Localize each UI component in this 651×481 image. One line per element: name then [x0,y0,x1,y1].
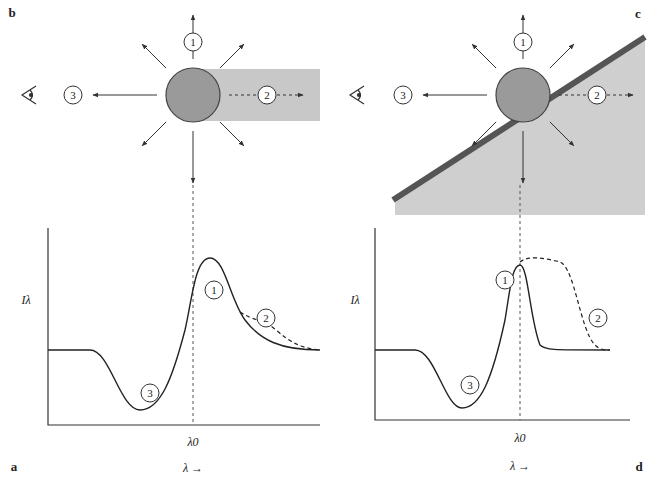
axis-label: Iλ [21,294,30,306]
callout-circle: 1 [496,271,515,290]
callout-circle: 2 [588,86,607,105]
axis-label: Iλ [350,294,359,306]
radiation-arrows [93,15,633,183]
callout-number: 1 [502,275,508,286]
callout-circle: 1 [514,33,533,52]
axis-label: λ → [183,462,203,474]
axis-label: λ → [510,460,530,472]
radiation-arrow [423,95,487,96]
callout-circle: 3 [461,376,480,395]
radiation-arrow [550,122,574,146]
callout-circle: 1 [205,281,224,300]
callout-number: 1 [190,37,196,48]
observer-eye [22,86,364,104]
radiation-arrow [142,44,166,68]
callout-circle: 3 [394,86,413,105]
callout-number: 1 [211,285,217,296]
panel-letter: c [635,7,641,20]
tick-label: λ0 [514,432,525,444]
disk-edge [393,37,645,200]
radiation-arrow [523,131,524,183]
callout-number: 2 [595,313,601,324]
radiation-arrow [550,44,574,68]
panel-letter: b [8,6,15,19]
panel-letter: d [635,460,642,473]
radiation-arrow [472,122,496,146]
callout-circle: 1 [184,33,203,52]
star [166,68,220,122]
callout-number: 2 [264,90,270,101]
tick-label: λ0 [187,436,198,448]
callout-circle: 3 [141,384,160,403]
callout-number: 3 [70,90,76,101]
callout-number: 3 [400,90,406,101]
callout-circle: 3 [64,86,83,105]
star [496,68,550,122]
callout-circle: 2 [258,86,277,105]
radiation-arrow [220,122,244,146]
callout-circle: 2 [589,309,608,328]
radiation-arrow [220,44,244,68]
radiation-arrow [193,131,194,183]
callout-number: 2 [263,313,269,324]
rest-wavelength-line [193,185,520,425]
panel-letter: a [11,460,18,473]
callout-number: 3 [467,380,473,391]
plot-axes [48,228,630,425]
line-profile [48,258,610,410]
callout-number: 2 [594,90,600,101]
occulted-profile [240,258,610,350]
radiation-arrow [472,44,496,68]
callout-number: 1 [520,37,526,48]
radiation-arrow [142,122,166,146]
callout-circle: 2 [257,309,276,328]
callout-number: 3 [147,388,153,399]
radiation-arrow [93,95,157,96]
